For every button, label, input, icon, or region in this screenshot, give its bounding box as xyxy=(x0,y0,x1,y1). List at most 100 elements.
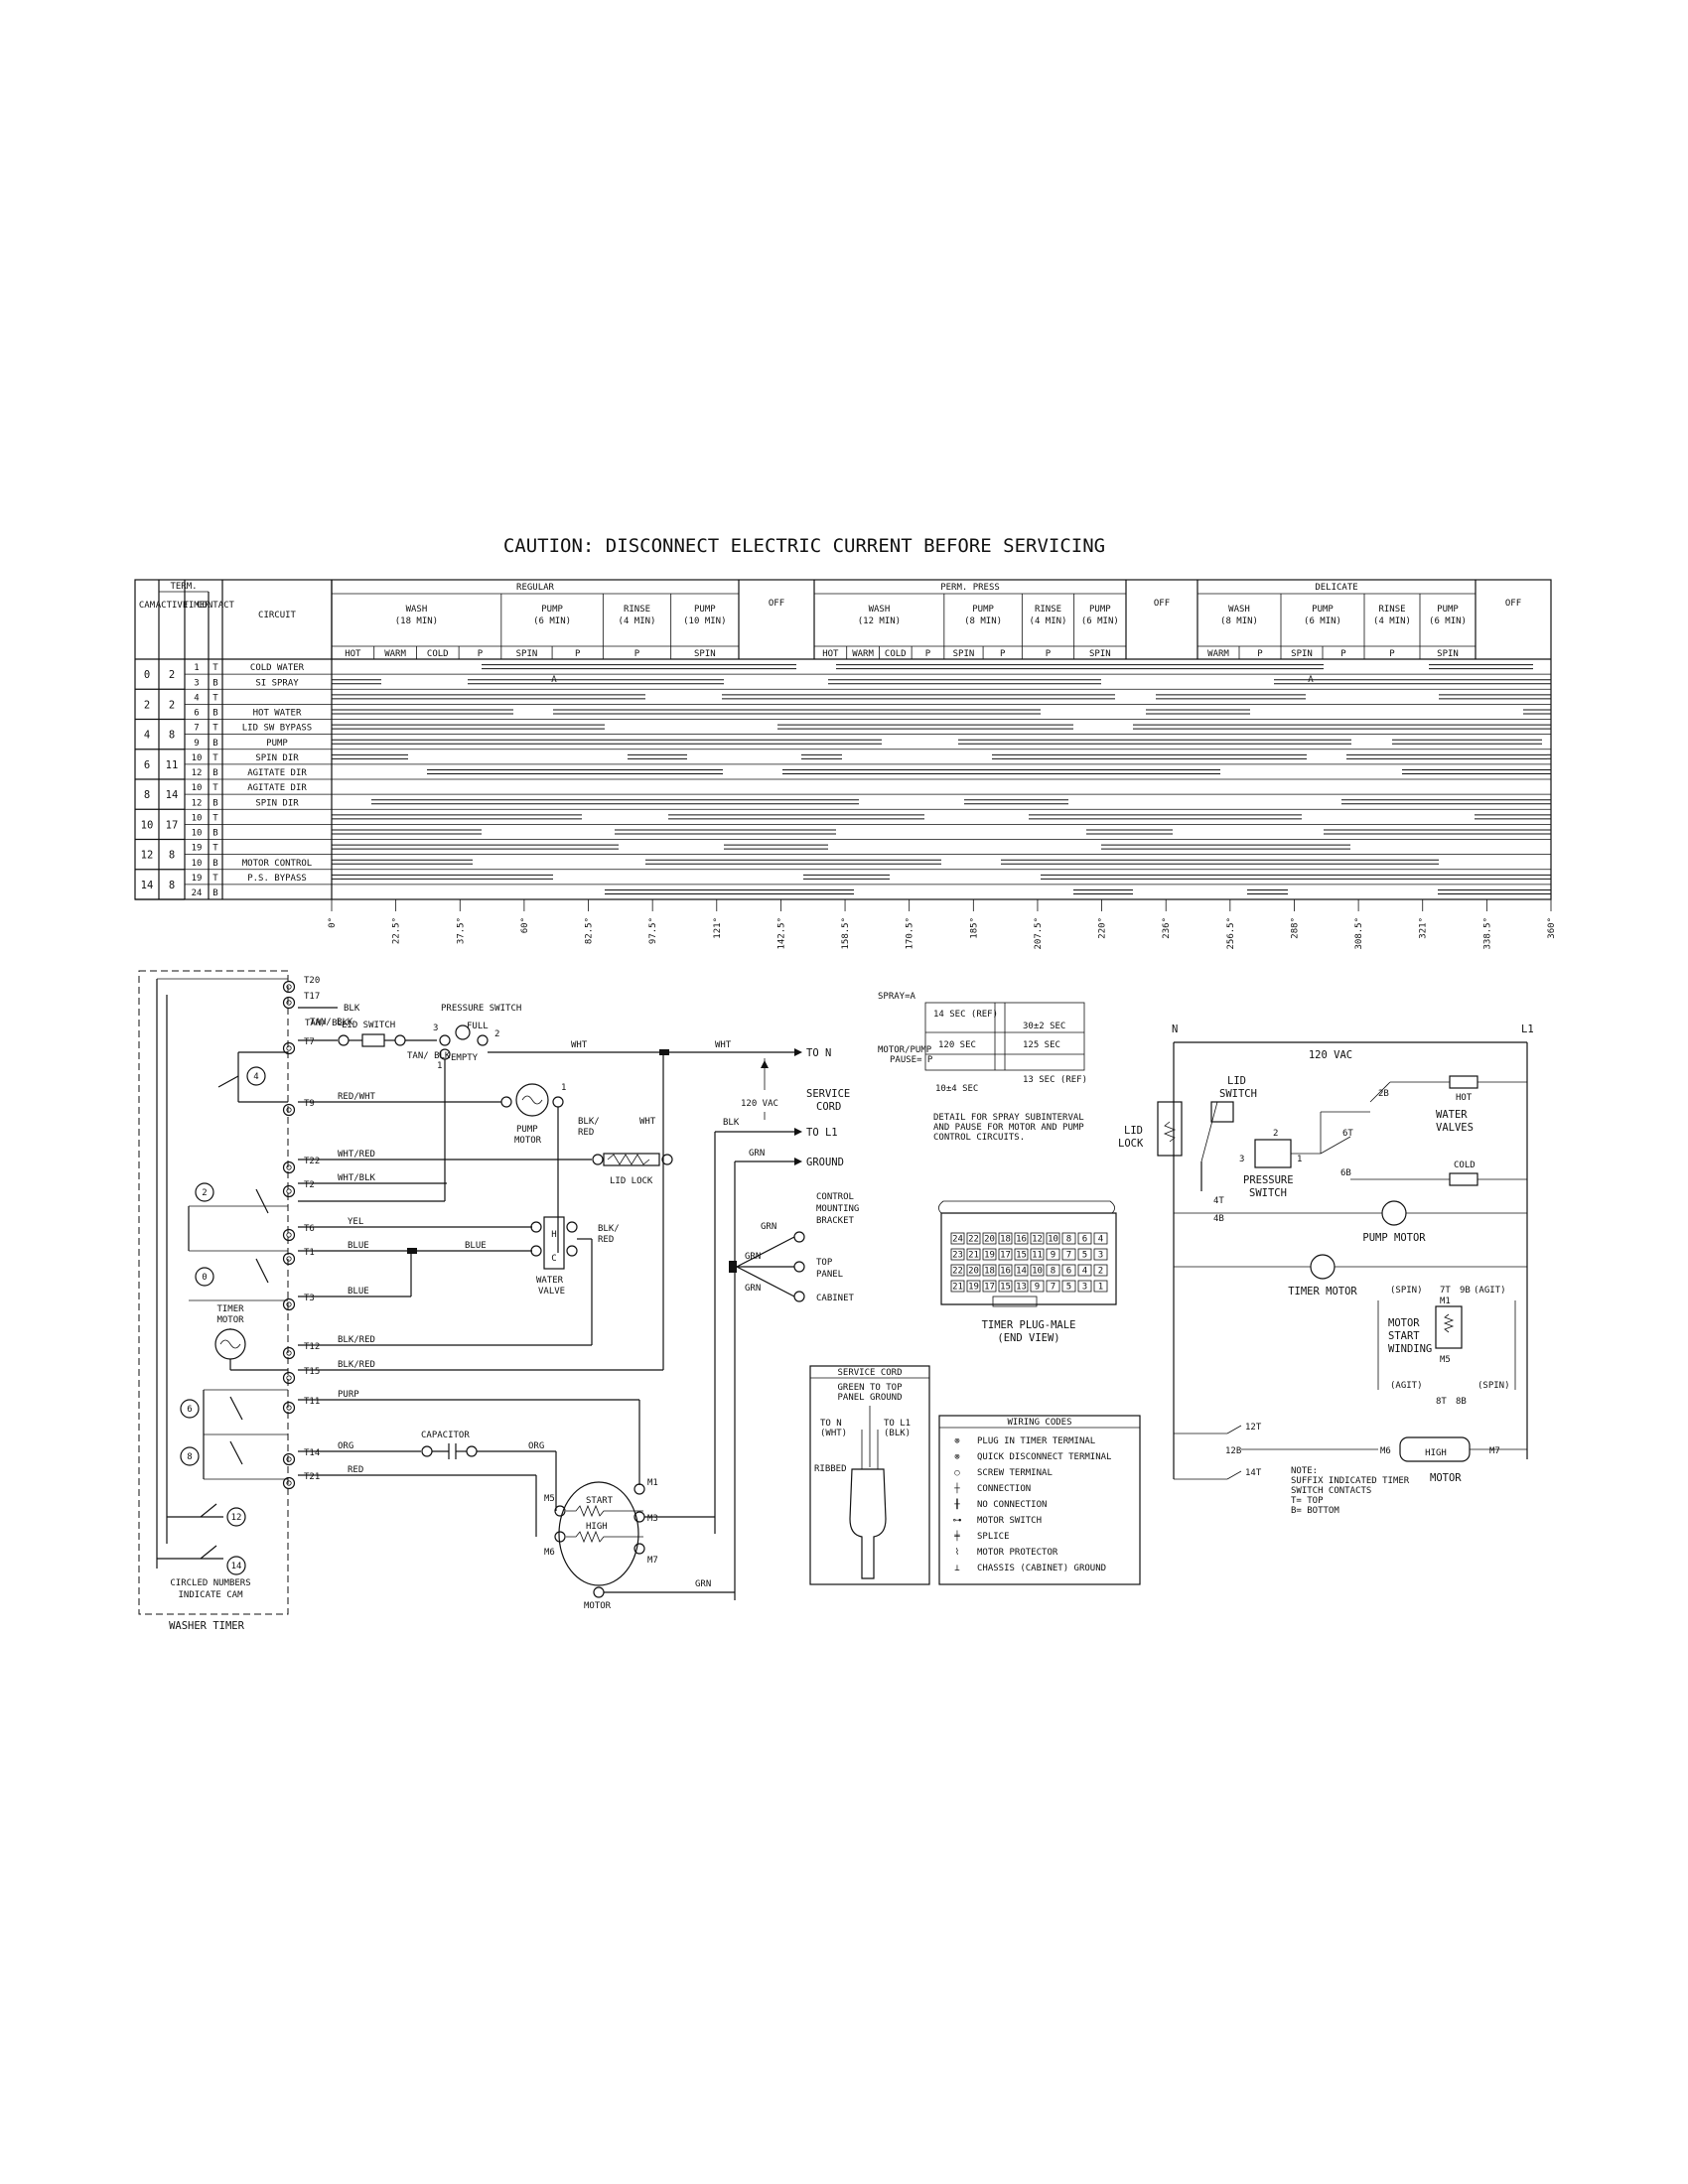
row-contact: B xyxy=(212,678,217,688)
plug-pin xyxy=(1093,1264,1108,1277)
wire-red-wht: RED/WHT xyxy=(338,1092,376,1102)
plug-cord-icon xyxy=(849,1468,887,1579)
row-contact: B xyxy=(212,768,217,778)
ladder-note-3: SWITCH CONTACTS xyxy=(1291,1486,1371,1496)
degree-tick: 207.5° xyxy=(1034,917,1044,950)
wiring-code-icon: ○ xyxy=(954,1468,960,1478)
phase-label: PUMP xyxy=(694,605,716,614)
ladder-cold: COLD xyxy=(1454,1160,1476,1170)
wiring-code-label: NO CONNECTION xyxy=(977,1500,1047,1510)
degree-tick: 60° xyxy=(520,917,530,933)
timer-terminal-icon xyxy=(282,1346,296,1360)
sec-30: 30±2 SEC xyxy=(1023,1022,1065,1031)
cam-0-icon xyxy=(195,1267,214,1287)
sec-13: 13 SEC (REF) xyxy=(1023,1075,1087,1085)
plug-pin-number: 15 xyxy=(1000,1283,1011,1293)
plug-pin-number: 5 xyxy=(1066,1283,1071,1293)
plug-pin-number: 10 xyxy=(1048,1235,1058,1245)
row-contact: B xyxy=(212,888,217,898)
plug-pin-number: 20 xyxy=(984,1235,995,1245)
lid-switch-label: LID SWITCH xyxy=(342,1021,395,1030)
degree-tick: 22.5° xyxy=(392,917,402,944)
row-timer: 9 xyxy=(194,739,199,749)
plug-pin xyxy=(982,1264,997,1277)
plug-pin xyxy=(1030,1232,1045,1245)
pump-motor-icon xyxy=(515,1083,549,1117)
step-label: P xyxy=(634,649,640,659)
terminal-label: T12 xyxy=(304,1342,320,1352)
degree-tick: 185° xyxy=(969,917,979,939)
wiring-code-label: CHASSIS (CABINET) GROUND xyxy=(977,1564,1106,1573)
plug-pin-number: 22 xyxy=(952,1267,963,1277)
plug-pin xyxy=(1093,1248,1108,1261)
caution-title: CAUTION: DISCONNECT ELECTRIC CURRENT BEF… xyxy=(503,535,1105,557)
svc-ribbed: RIBBED xyxy=(814,1464,847,1474)
ladder-note-1: NOTE: xyxy=(1291,1466,1318,1476)
circled-note-2: INDICATE CAM xyxy=(178,1590,243,1600)
degree-tick: 97.5° xyxy=(648,917,658,944)
row-active: 8 xyxy=(169,730,175,742)
plug-pin xyxy=(1061,1264,1076,1277)
ladder-motor-start-3: WINDING xyxy=(1388,1343,1432,1355)
lid-switch-icon xyxy=(361,1033,385,1047)
ground-label: GROUND xyxy=(806,1157,844,1168)
contact-header: CONTACT xyxy=(197,601,235,611)
phase-label: PUMP xyxy=(972,605,994,614)
motor-start: START xyxy=(586,1496,614,1506)
svc-note-2: PANEL GROUND xyxy=(837,1393,902,1403)
timer-terminal-icon xyxy=(282,1252,296,1266)
row-timer: 12 xyxy=(192,768,203,778)
timer-terminal-icon xyxy=(282,980,296,994)
phase-duration: (8 MIN) xyxy=(964,616,1002,626)
wiring-code-icon: ┼ xyxy=(953,1482,960,1494)
wire-blk-red-3: BLK/RED xyxy=(338,1335,375,1345)
group-label: REGULAR xyxy=(516,583,555,593)
cam-8-label: 8 xyxy=(187,1452,192,1462)
blk-red-1a: BLK/ xyxy=(578,1117,600,1127)
timer-sequence-chart: TERM. CAM ACTIVE TIMER CONTACT CIRCUIT 1… xyxy=(134,579,1557,950)
detail-3: CONTROL CIRCUITS. xyxy=(933,1133,1025,1143)
sec-120: 120 SEC xyxy=(938,1040,976,1050)
terminal-label: T21 xyxy=(304,1472,320,1482)
plug-pin-number: 4 xyxy=(1098,1235,1103,1245)
ladder-2b: 2B xyxy=(1378,1089,1389,1099)
main-motor-icon xyxy=(558,1481,639,1586)
wiring-code-icon: ⊥ xyxy=(954,1564,960,1573)
ladder-7t: 7T xyxy=(1440,1286,1451,1296)
circuit-header: CIRCUIT xyxy=(258,611,297,620)
plug-pin-number: 6 xyxy=(1082,1235,1087,1245)
plug-pin-number: 24 xyxy=(952,1235,963,1245)
ladder-12b: 12B xyxy=(1225,1446,1241,1456)
wire-wht-1: WHT xyxy=(571,1040,588,1050)
row-contact: T xyxy=(212,663,218,673)
plug-pin xyxy=(1046,1264,1060,1277)
codes-title: WIRING CODES xyxy=(1007,1418,1071,1428)
ladder-4b: 4B xyxy=(1213,1214,1224,1224)
plug-pin-number: 14 xyxy=(1016,1267,1027,1277)
washer-timer-label: WASHER TIMER xyxy=(169,1620,245,1632)
row-timer: 10 xyxy=(192,783,203,793)
cam-12-icon xyxy=(226,1507,246,1527)
ladder-8t: 8T xyxy=(1436,1397,1447,1407)
step-label: HOT xyxy=(345,649,361,659)
plug-pin-number: 17 xyxy=(984,1283,995,1293)
row-timer: 12 xyxy=(192,798,203,808)
wiring-code-label: SCREW TERMINAL xyxy=(977,1468,1053,1478)
top-panel-2: PANEL xyxy=(816,1270,843,1280)
ladder-9b: 9B xyxy=(1460,1286,1471,1296)
timer-terminal-icon xyxy=(282,1160,296,1174)
phase-label: WASH xyxy=(406,605,428,614)
row-circuit: SPIN DIR xyxy=(255,753,299,763)
hot-valve-icon xyxy=(1449,1075,1478,1089)
motor-m5: M5 xyxy=(544,1494,555,1504)
detail-1: DETAIL FOR SPRAY SUBINTERVAL xyxy=(933,1113,1084,1123)
svc-to-l1-2: (BLK) xyxy=(884,1429,911,1438)
motor-m1: M1 xyxy=(647,1478,658,1488)
plug-pin-number: 22 xyxy=(968,1235,979,1245)
plug-pin-number: 18 xyxy=(984,1267,995,1277)
row-timer: 10 xyxy=(192,859,203,869)
timer-terminal-icon xyxy=(282,1476,296,1490)
plug-pin-number: 4 xyxy=(1082,1267,1087,1277)
motor-m7: M7 xyxy=(647,1556,658,1566)
timer-terminal-icon xyxy=(282,1297,296,1311)
